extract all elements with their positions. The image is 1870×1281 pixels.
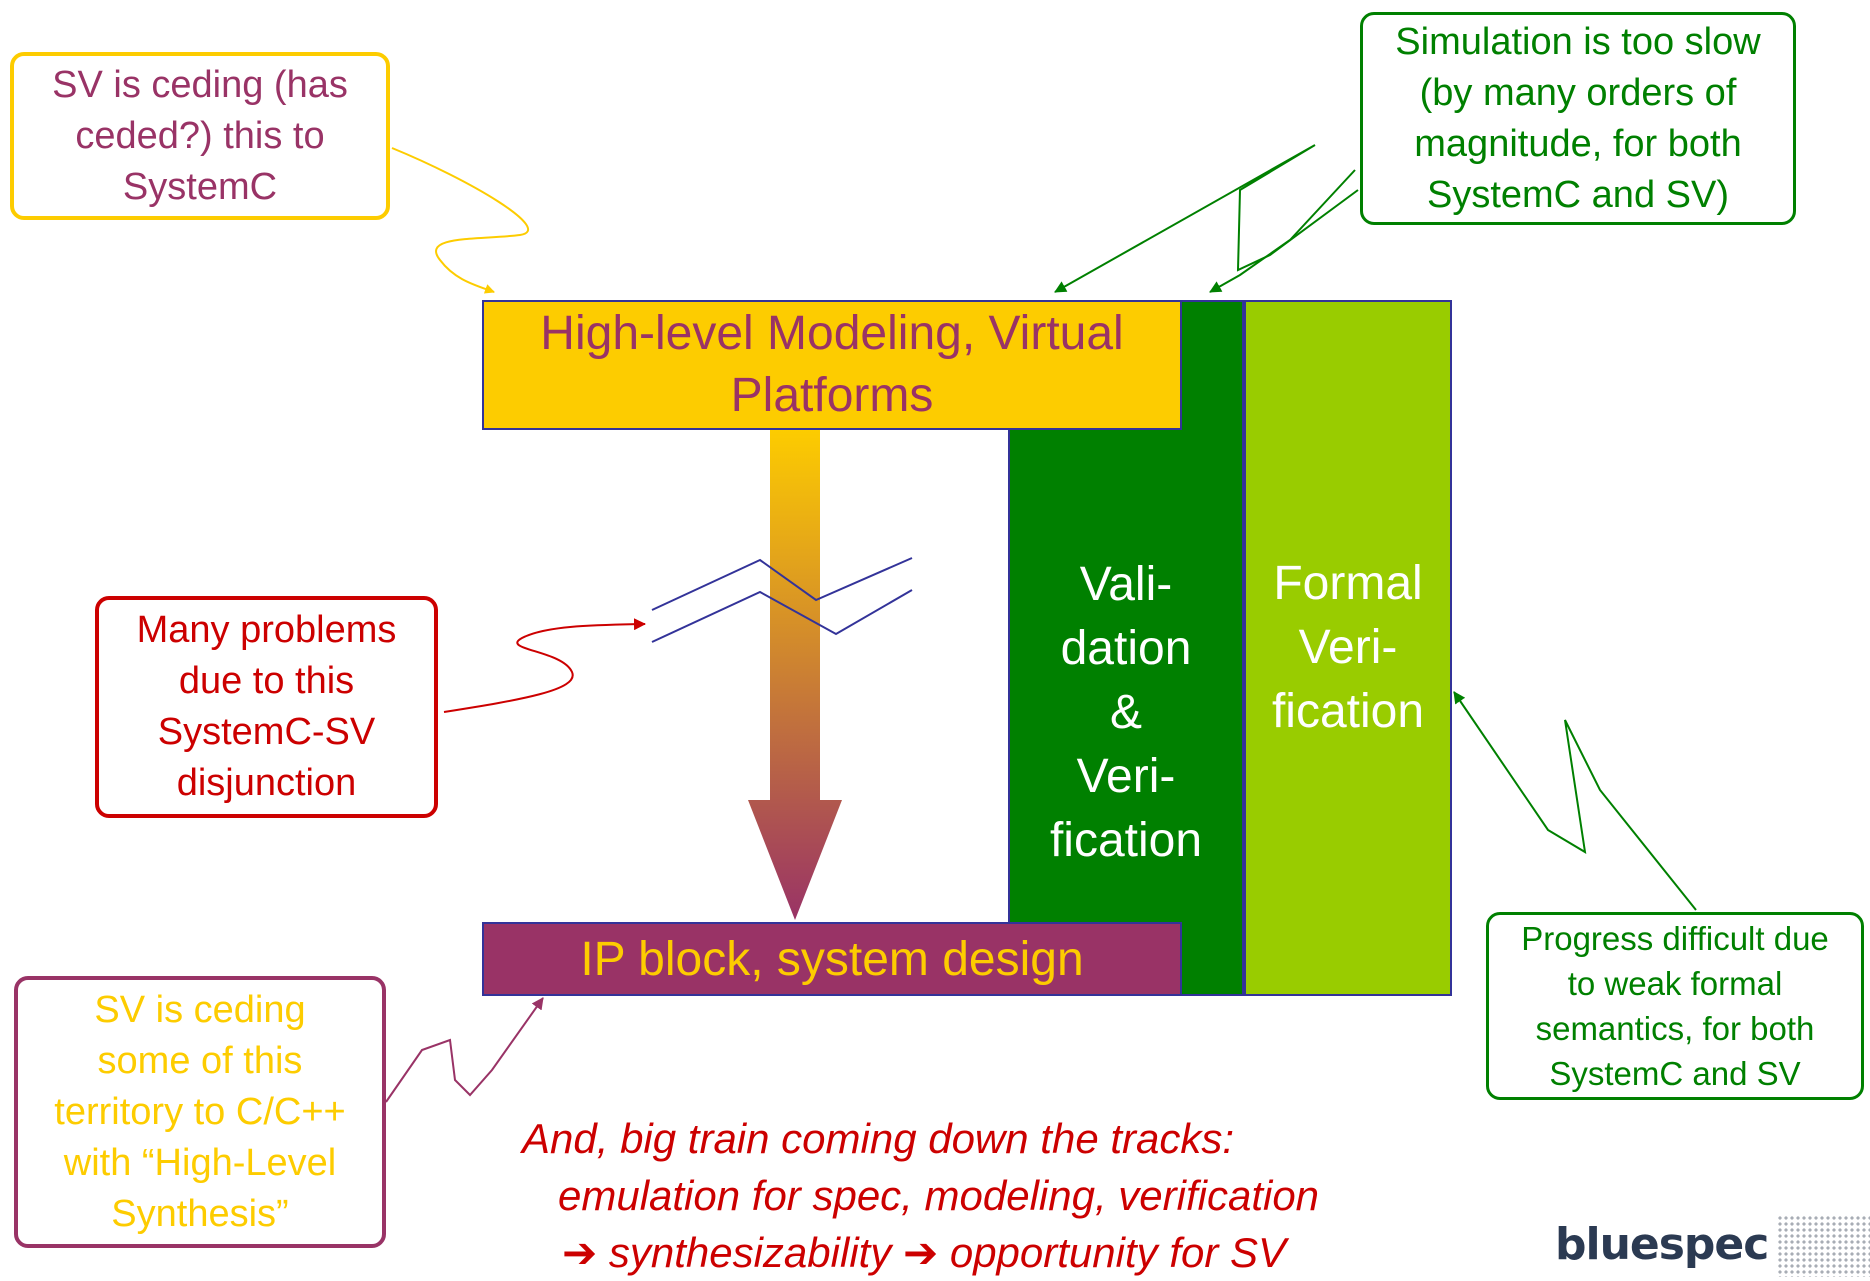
fv-line-3: fication [1271,685,1425,738]
ip-block-system-design: IP block, system design [482,922,1182,996]
high-level-modeling-block: High-level Modeling, Virtual Platforms [482,300,1182,430]
train-coming-note: And, big train coming down the tracks: e… [470,1110,1480,1281]
callout-line: Many problems [136,609,397,651]
high-level-line-1: High-level Modeling, Virtual [540,307,1124,360]
logo-dot-pattern [1777,1215,1870,1277]
callout-line: to weak formal [1567,965,1783,1002]
green-connector-c [1453,691,1697,911]
callout-line: Simulation is too slow [1395,20,1761,63]
vv-line-4: Veri- [1076,750,1176,803]
callout-line: due to this [178,660,355,702]
callout-line: SystemC and SV [1549,1055,1801,1092]
callout-line: SystemC-SV [157,711,376,753]
callout-line: SV is ceding [94,988,306,1031]
formal-verification-block [1244,300,1452,996]
callout-line: SV is ceding (has [52,63,348,106]
fv-line-1: Formal [1273,557,1423,610]
callout-line: SystemC and SV) [1426,173,1729,216]
red-connector [443,618,646,713]
callout-line: ceded?) this to [75,114,325,157]
callout-line: territory to C/C++ [54,1090,346,1133]
fv-line-2: Veri- [1298,621,1398,674]
callout-line: disjunction [176,762,357,804]
ip-block-label: IP block, system design [580,932,1084,986]
note-line-3: ➔ synthesizability ➔ opportunity for SV [562,1229,1287,1276]
yellow-connector [391,147,529,294]
vv-line-3: & [1109,686,1142,739]
green-connector-b [1209,169,1356,293]
callout-line: some of this [97,1039,303,1082]
vv-line-1: Vali- [1079,558,1173,611]
note-line-2: emulation for spec, modeling, verificati… [558,1172,1320,1219]
break-mark-top [651,557,913,611]
down-arrow [748,430,842,920]
validation-verification-label: Vali- dation & Veri- fication [1008,430,1244,996]
callout-systemc-ceding: SV is ceding (has ceded?) this to System… [10,52,390,220]
callout-line: magnitude, for both [1414,122,1742,165]
bluespec-logo: bluespec [1555,1215,1870,1277]
callout-line: with “High-Level [63,1141,337,1184]
green-connector-a [1054,144,1359,293]
formal-verification-label: Formal Veri- fication [1244,300,1452,996]
callout-line: semantics, for both [1535,1010,1815,1047]
callout-many-problems: Many problems due to this SystemC-SV dis… [95,596,438,818]
vv-line-2: dation [1060,622,1192,675]
callout-progress-difficult: Progress difficult due to weak formal se… [1486,912,1864,1100]
high-level-line-2: Platforms [730,369,934,422]
callout-hls-ceding: SV is ceding some of this territory to C… [14,976,386,1248]
logo-text: bluespec [1555,1219,1769,1270]
callout-line: (by many orders of [1419,71,1737,114]
vv-line-5: fication [1049,814,1203,867]
callout-line: SystemC [122,165,278,208]
note-line-1: And, big train coming down the tracks: [522,1115,1235,1162]
callout-simulation-slow: Simulation is too slow (by many orders o… [1360,12,1796,225]
callout-line: Synthesis” [111,1192,289,1235]
purple-connector [385,997,544,1103]
break-mark-bottom [651,589,913,643]
callout-line: Progress difficult due [1521,920,1829,957]
